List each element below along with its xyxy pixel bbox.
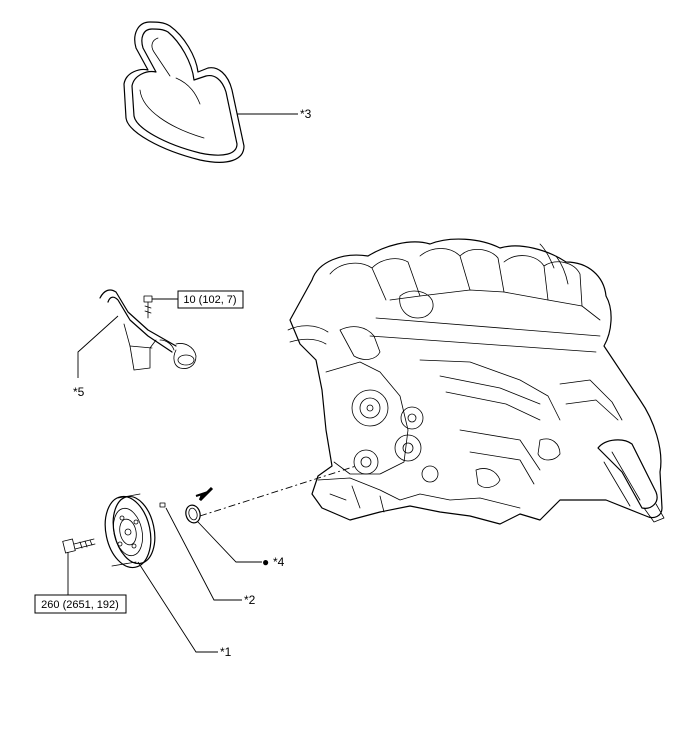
torque-box-pulley-bolt — [34, 594, 127, 614]
direction-arrow-shaft — [198, 486, 214, 502]
wire-harness-bracket — [99, 289, 197, 371]
seal-leader-line — [197, 521, 262, 563]
bracket-leader-line — [77, 315, 119, 378]
callout-3: *3 — [300, 107, 312, 121]
oil-seal — [185, 504, 201, 524]
crankshaft-pulley — [104, 493, 156, 569]
engine-assembly — [287, 238, 665, 525]
pulley-leader-line — [137, 561, 218, 653]
crankshaft-axis-line — [199, 465, 357, 517]
torque-pulley-bolt: 260 (2651, 192) — [41, 599, 119, 611]
callout-4: *4 — [273, 555, 285, 569]
torque-bracket-bolt: 10 (102, 7) — [183, 294, 236, 306]
torque-box-bracket-bolt — [177, 290, 244, 309]
pulley-bolt — [62, 538, 96, 554]
bracket-bolt — [143, 295, 153, 319]
callout-5: *5 — [73, 385, 85, 399]
replace-dot-icon: ● — [262, 555, 269, 569]
pulley-key — [159, 502, 166, 508]
callout-2: *2 — [244, 593, 256, 607]
key-leader-line — [165, 507, 242, 601]
callout-1: *1 — [220, 645, 232, 659]
v-ribbed-belt — [123, 21, 245, 163]
